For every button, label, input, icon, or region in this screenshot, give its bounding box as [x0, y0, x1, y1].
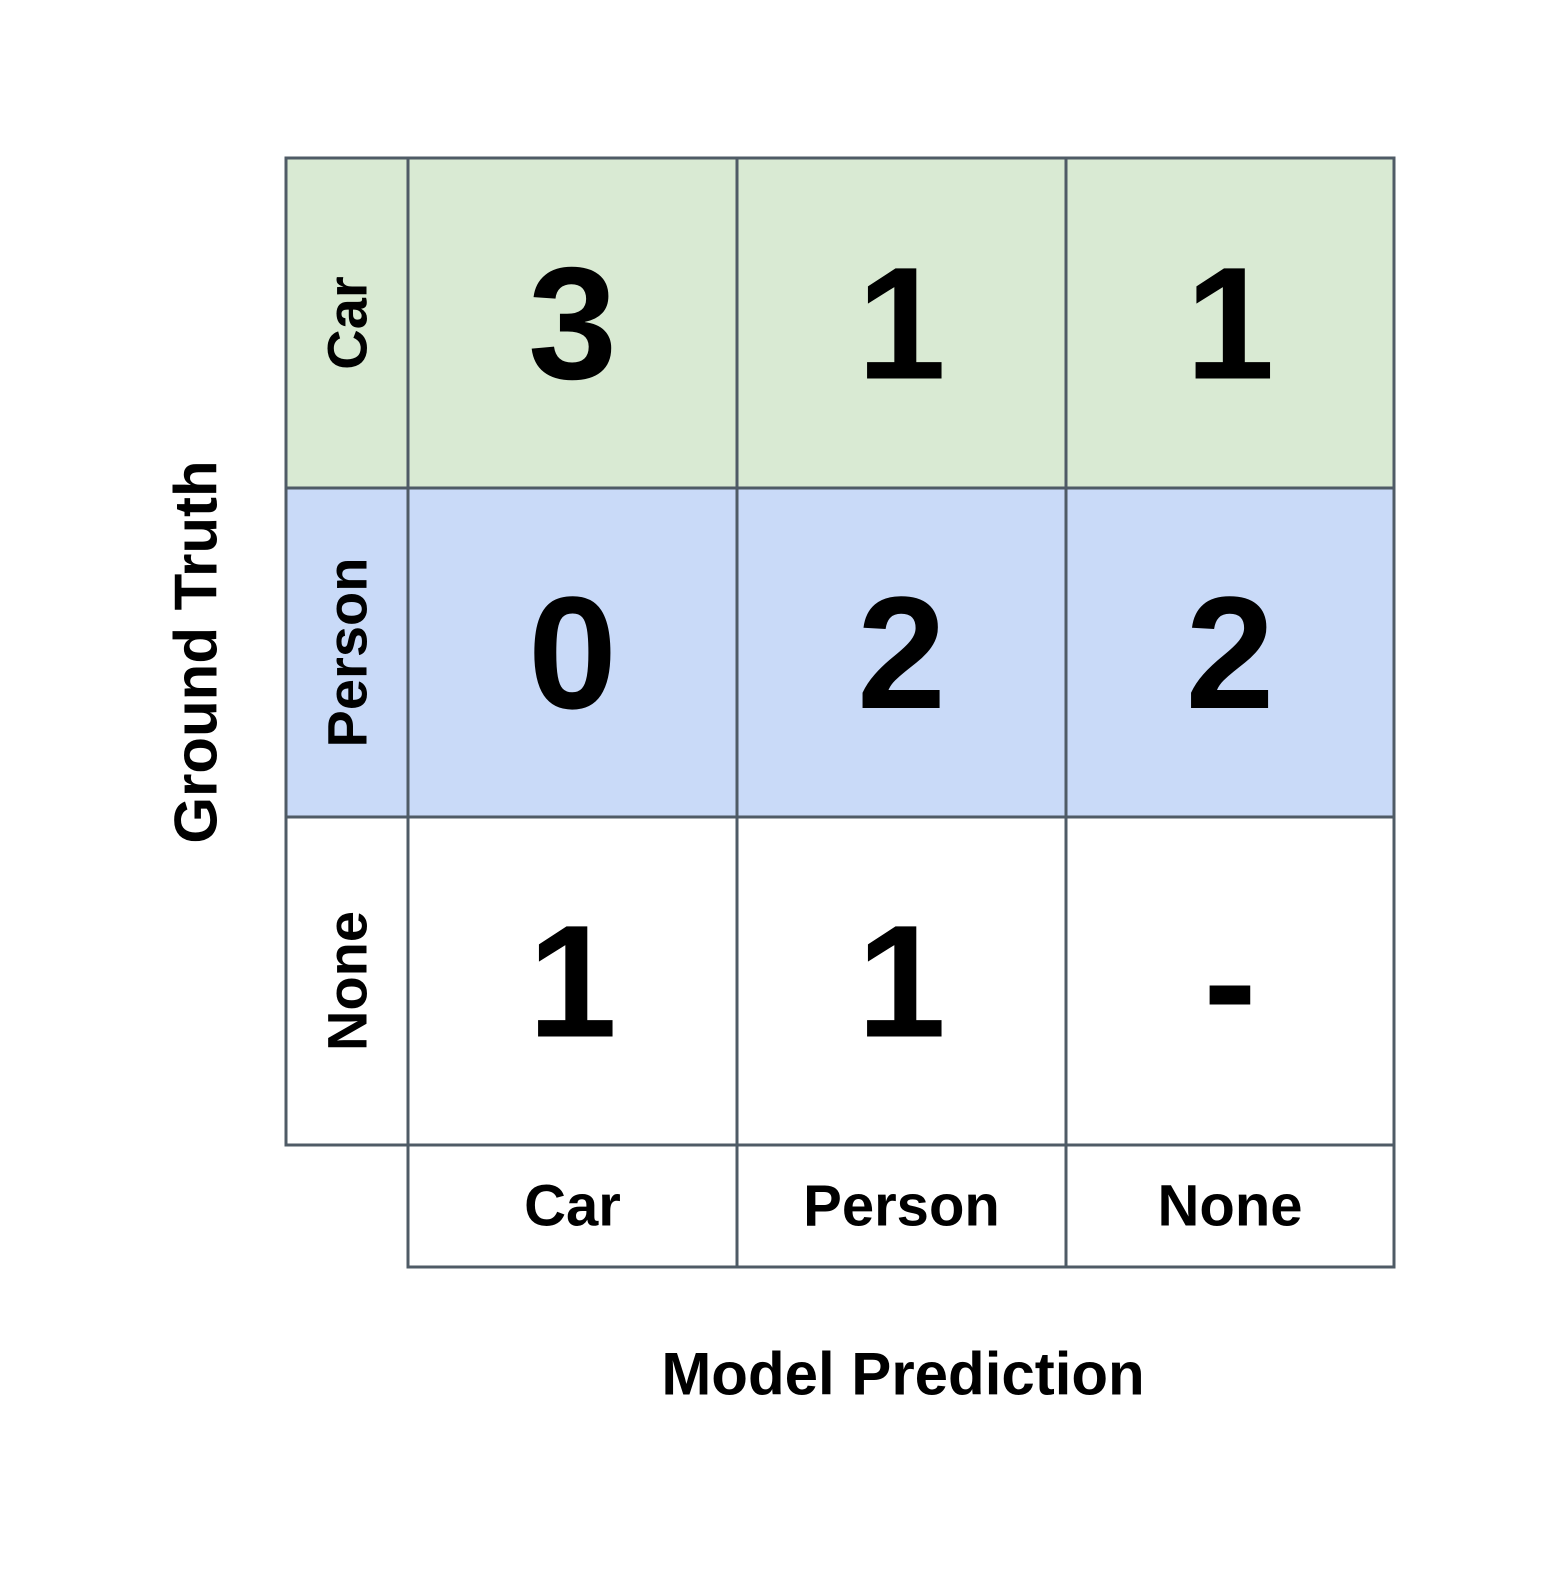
- row-background-person: [286, 488, 1394, 817]
- cell-none-person: 1: [857, 892, 946, 1071]
- grid-lines: [284, 156, 1396, 1269]
- row-label-none: None: [316, 911, 379, 1051]
- cell-car-none: 1: [1186, 234, 1275, 413]
- column-label-person: Person: [803, 1174, 1000, 1239]
- row-background-car: [286, 158, 1394, 488]
- x-axis-title: Model Prediction: [661, 1341, 1144, 1408]
- cell-none-none: -: [1203, 892, 1256, 1071]
- cell-person-none: 2: [1186, 563, 1275, 742]
- cell-car-car: 3: [528, 234, 617, 413]
- row-label-car: Car: [316, 276, 379, 369]
- y-axis-title: Ground Truth: [163, 460, 230, 843]
- column-labels: Car Person None: [524, 1174, 1302, 1239]
- row-label-person: Person: [316, 558, 379, 748]
- row-background-none: [286, 817, 1394, 1145]
- cell-person-person: 2: [857, 563, 946, 742]
- cell-car-person: 1: [857, 234, 946, 413]
- column-label-none: None: [1158, 1174, 1303, 1239]
- column-label-car: Car: [524, 1174, 621, 1239]
- row-backgrounds: [286, 158, 1394, 1145]
- cell-values: 3 1 1 0 2 2 1 1 -: [528, 234, 1274, 1071]
- cell-person-car: 0: [528, 563, 617, 742]
- cell-none-car: 1: [528, 892, 617, 1071]
